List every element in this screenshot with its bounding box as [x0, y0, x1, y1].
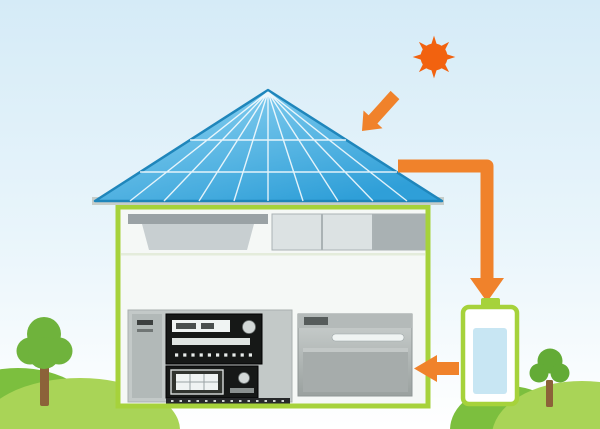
flow-arrowhead-down	[470, 278, 504, 302]
vent-slot	[137, 320, 153, 325]
tree-canopy	[529, 348, 570, 383]
vent-slot	[137, 329, 153, 332]
floor-divider	[121, 253, 425, 256]
tree-canopy	[16, 317, 73, 369]
solar-panel-roof	[92, 88, 444, 205]
dishwasher-door	[303, 348, 408, 392]
kitchen-unit	[127, 309, 293, 404]
window-pane-dark	[373, 214, 425, 250]
range-hood-body	[142, 224, 254, 250]
cabinet-column	[132, 314, 162, 398]
dishwasher-control-chip	[304, 317, 328, 325]
display-segment	[201, 323, 214, 329]
microwave-display-grid	[176, 374, 218, 390]
tree-trunk	[546, 380, 553, 407]
stereo-button-row	[172, 338, 250, 345]
arrow-head-left	[414, 355, 437, 382]
roof-grid	[129, 91, 408, 202]
sun-core	[420, 43, 448, 71]
tree-trunk	[40, 360, 49, 406]
house-outline	[115, 204, 431, 409]
battery-level	[473, 328, 507, 394]
tree-right	[529, 348, 570, 407]
arrow-roof-to-battery	[398, 159, 504, 302]
sun-icon	[412, 35, 456, 79]
arrow-battery-to-house	[414, 355, 459, 382]
tree-left	[16, 317, 73, 406]
arrow-shaft	[437, 362, 459, 375]
dishwasher	[297, 313, 413, 397]
house	[115, 204, 431, 409]
stereo-knob	[242, 320, 256, 334]
storage-battery	[460, 298, 520, 407]
range-hood-top	[128, 214, 268, 224]
microwave-button	[230, 388, 254, 393]
dishwasher-door-highlight	[303, 348, 408, 352]
vent-strip	[166, 398, 290, 404]
microwave-knob	[238, 372, 250, 384]
flow-pipe	[398, 159, 494, 280]
display-segment	[176, 323, 196, 329]
dishwasher-handle	[331, 333, 405, 342]
sun-rays	[412, 35, 456, 79]
arrow-sun-to-roof	[362, 90, 400, 131]
